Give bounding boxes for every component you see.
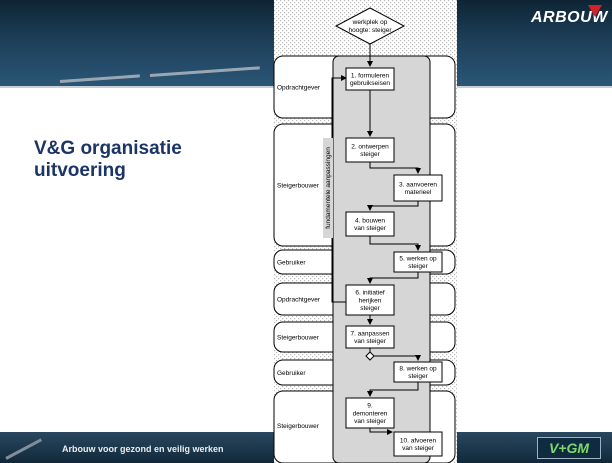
process-step-label: 7. aanpassen <box>350 331 389 338</box>
process-step-label: steiger <box>408 373 428 380</box>
process-step-box <box>345 137 395 163</box>
process-step-label: van steiger <box>354 338 387 345</box>
swimlane-role-label: Opdrachtgever <box>277 297 321 304</box>
swimlane-role-label: Gebruiker <box>277 260 306 267</box>
vgm-logo: V+GM <box>537 437 601 459</box>
process-step-label: steiger <box>360 305 380 312</box>
process-step-label: 5. werken op <box>399 256 437 263</box>
swimlane-role-label: Gebruiker <box>277 370 306 377</box>
process-step-label: gebruikseisen <box>350 80 390 87</box>
process-step-label: van steiger <box>354 418 387 425</box>
process-step-box <box>393 251 443 273</box>
process-step-label: steiger <box>408 263 428 270</box>
flow-arrow <box>367 272 419 284</box>
arbouw-logo-mark <box>588 5 602 17</box>
feedback-label: fundamentele aanpassingen <box>325 147 332 229</box>
swimlane-role-label: Opdrachtgever <box>277 85 321 92</box>
process-step-label: steiger <box>360 151 380 158</box>
flow-arrow <box>369 428 393 435</box>
flow-arrow <box>367 382 419 397</box>
process-step-box <box>345 284 395 316</box>
process-step-label: herijken <box>359 297 382 304</box>
start-node-line: werkplek op <box>352 19 388 26</box>
slide-title: V&G organisatie uitvoering <box>34 138 182 181</box>
process-step-label: van steiger <box>354 225 387 232</box>
process-step-box <box>345 325 395 349</box>
process-step-box <box>393 361 443 383</box>
start-node-line: hoogte: steiger <box>348 27 392 34</box>
process-step-box <box>393 431 443 457</box>
process-step-box <box>393 174 443 202</box>
flow-arrow <box>369 162 421 174</box>
process-step-label: 3. aanvoeren <box>399 182 437 189</box>
process-step-label: 9. <box>367 403 373 410</box>
flow-arrow <box>369 236 421 251</box>
process-step-label: 4. bouwen <box>355 218 385 225</box>
process-step-label: 8. werken op <box>399 366 437 373</box>
process-step-box <box>345 397 395 429</box>
process-step-label: 10. afvoeren <box>400 438 437 445</box>
process-step-label: van steiger <box>402 445 435 452</box>
flow-arrow <box>367 201 419 211</box>
process-step-box <box>345 211 395 237</box>
swimlane-role-label: Steigerbouwer <box>277 183 320 190</box>
process-step-box <box>345 67 395 91</box>
swimlane-role-label: Steigerbouwer <box>277 423 320 430</box>
swimlane-role-label: Steigerbouwer <box>277 335 320 342</box>
process-step-label: 1. formuleren <box>351 73 390 80</box>
process-step-label: materieel <box>405 189 432 196</box>
footer-slogan: Arbouw voor gezond en veilig werken <box>62 444 224 454</box>
feedback-loop: fundamentele aanpassingen <box>323 75 347 303</box>
process-step-label: 6. initiatief <box>355 290 384 297</box>
process-step-label: 2. ontwerpen <box>351 144 389 151</box>
decision-node <box>365 351 375 361</box>
process-step-label: demonteren <box>353 410 388 417</box>
